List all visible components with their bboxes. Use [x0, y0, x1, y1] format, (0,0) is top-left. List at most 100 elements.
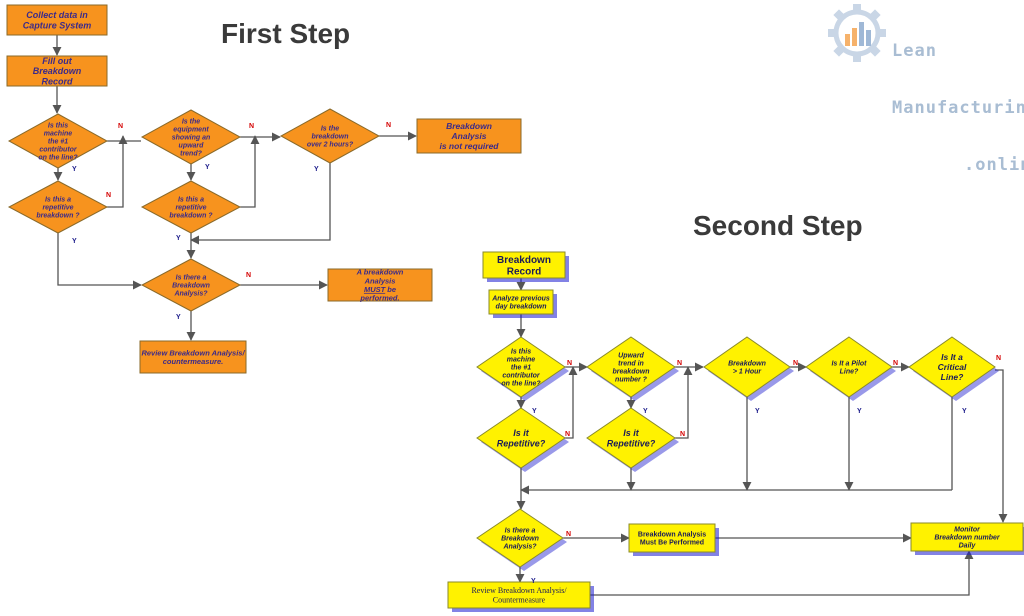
node-text-review: Review Breakdown Analysis/: [141, 348, 245, 357]
no-label: N: [565, 431, 570, 438]
yes-label: Y: [857, 408, 862, 415]
node-text-record: Breakdown: [497, 255, 551, 266]
yes-label: Y: [176, 314, 181, 321]
node-text-collect: Capture System: [23, 20, 92, 30]
node-text-s3: breakdown: [613, 368, 650, 375]
node-text-notreq: Analysis: [451, 131, 487, 141]
node-text-d4: Is this a: [178, 196, 204, 203]
logo-line-2: Manufacturing: [892, 98, 1024, 118]
node-text-review2: Review Breakdown Analysis/: [471, 586, 567, 595]
no-label: N: [386, 122, 391, 129]
node-text-mustbe: Breakdown Analysis: [638, 531, 706, 538]
node-text-notreq: Breakdown: [446, 121, 492, 131]
node-text-d3: Is the: [182, 118, 200, 125]
node-text-analyze: day breakdown: [496, 303, 547, 310]
gear-chart-icon: [828, 4, 886, 62]
node-text-d3: equipment: [173, 126, 209, 133]
node-text-must: performed.: [359, 294, 399, 303]
no-label: N: [996, 355, 1001, 362]
connector: [675, 366, 693, 439]
node-text-s8: Is there a: [505, 527, 536, 534]
node-text-analyze: Analyze previous: [491, 295, 550, 302]
node-text-s8: Analysis?: [502, 544, 537, 551]
no-label: N: [893, 360, 898, 367]
node-text-monitor: Daily: [959, 543, 977, 550]
node-text-s1: on the line?: [501, 381, 541, 388]
node-review2: Review Breakdown Analysis/Countermeasure: [447, 581, 594, 612]
connector-lines: [52, 35, 1008, 596]
node-text-fillout: Breakdown: [33, 66, 82, 76]
logo-line-3: .online: [964, 155, 1024, 175]
node-text-d2: Is this a: [45, 196, 71, 203]
yes-label: Y: [962, 408, 967, 415]
node-text-d2: repetitive: [42, 204, 73, 211]
second-step-title: Second Step: [693, 210, 863, 241]
lean-manufacturing-logo: Lean Manufacturing .online: [826, 2, 1024, 175]
yes-label: Y: [176, 235, 181, 242]
node-text-must: A breakdown: [356, 268, 404, 277]
node-text-d1: on the line?: [38, 155, 78, 162]
node-text-d3: upward: [179, 143, 205, 150]
logo-line-1: Lean: [892, 41, 937, 61]
node-text-d3: trend?: [180, 151, 203, 158]
node-text-s5: Breakdown: [728, 360, 766, 367]
node-text-fillout: Record: [41, 77, 73, 87]
yes-label: Y: [755, 408, 760, 415]
node-text-s8: Breakdown: [501, 535, 539, 542]
node-text-d1: Is this: [48, 122, 68, 129]
no-label: N: [249, 123, 254, 130]
yes-label: Y: [531, 578, 536, 585]
first-step-title: First Step: [221, 18, 351, 49]
node-text-s7: Line?: [941, 372, 964, 382]
node-text-s3: number ?: [615, 377, 648, 384]
no-label: N: [118, 123, 123, 130]
node-text-s3: trend in: [618, 360, 644, 367]
no-label: N: [680, 431, 685, 438]
no-label: N: [567, 360, 572, 367]
node-s5: Breakdown> 1 Hour: [703, 336, 794, 401]
yes-label: Y: [314, 166, 319, 173]
yes-label: Y: [643, 408, 648, 415]
node-text-s7: Is It a: [941, 352, 963, 362]
connector: [107, 135, 128, 208]
node-text-d6: Breakdown: [172, 282, 210, 289]
node-text-collect: Collect data in: [26, 10, 88, 20]
node-text-d1: contributor: [39, 147, 78, 154]
node-review: Review Breakdown Analysis/countermeasure…: [139, 340, 247, 374]
node-text-d2: breakdown ?: [36, 213, 80, 220]
node-text-monitor: Monitor: [954, 526, 981, 533]
connector: [590, 550, 974, 596]
node-text-s4: Repetitive?: [607, 438, 656, 448]
node-text-review: countermeasure.: [163, 357, 223, 366]
node-text-review2: Countermeasure: [493, 595, 546, 604]
connector: [57, 233, 142, 290]
connector: [190, 163, 331, 245]
node-text-d5: Is the: [321, 125, 339, 132]
node-text-s1: machine: [507, 356, 536, 363]
node-text-d3: showing an: [172, 134, 211, 141]
no-label: N: [106, 192, 111, 199]
node-text-s5: > 1 Hour: [733, 368, 762, 375]
node-text-mustbe: Must Be Performed: [640, 539, 704, 546]
connector: [995, 369, 1008, 523]
node-text-s1: the #1: [511, 364, 531, 371]
node-text-d6: Is there a: [176, 274, 207, 281]
node-text-must: MUST be: [364, 285, 396, 294]
